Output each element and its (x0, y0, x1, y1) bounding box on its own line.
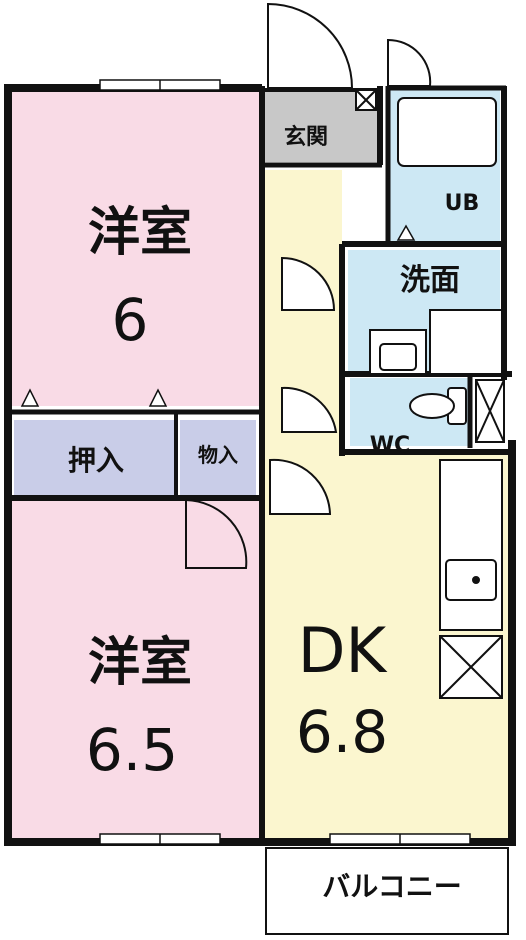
western-room-2-size: 6.5 (86, 716, 178, 784)
storage-box (475, 379, 505, 443)
bathtub (397, 97, 497, 167)
closet-large-label: 押入 (68, 444, 124, 477)
interior-doors (185, 256, 338, 569)
closet-large-floor (14, 420, 174, 496)
closet-small-floor (180, 420, 256, 496)
western-room-1-size: 6 (112, 286, 149, 354)
washroom-label: 洗面 (400, 263, 460, 298)
western-room-1-label: 洋室 (88, 203, 192, 263)
closet-markers (20, 224, 416, 407)
kitchen-counter (439, 459, 503, 699)
service-door (387, 38, 432, 87)
washroom-fixtures (369, 309, 503, 375)
western-room-1-floor (12, 88, 260, 406)
entrance-door (267, 2, 377, 111)
dk-label: DK (298, 614, 388, 687)
balcony-area (265, 847, 509, 935)
balcony-label: バルコニー (322, 870, 461, 903)
windows (99, 79, 471, 845)
closet-small-label: 物入 (198, 443, 238, 467)
unit-bath-label: UB (445, 191, 480, 216)
dk-size: 6.8 (296, 698, 388, 766)
toilet-label: WC (370, 433, 410, 458)
entrance-label: 玄関 (284, 124, 328, 150)
western-room-2-label: 洋室 (88, 633, 192, 693)
toilet-fixture (409, 387, 467, 425)
